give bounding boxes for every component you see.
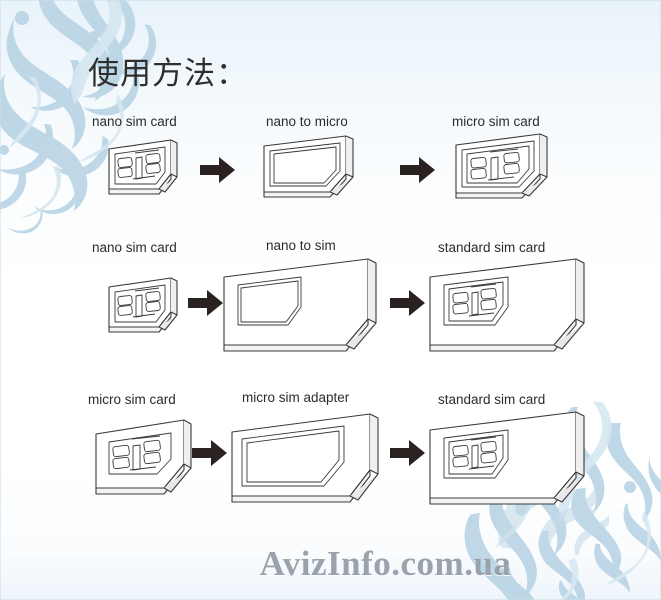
nano-sim-card-illustration	[97, 272, 189, 343]
nano-to-sim-adapter-illustration	[218, 255, 390, 364]
step-label-nano-to-micro: nano to micro	[266, 114, 348, 129]
right-arrow-icon	[388, 438, 428, 473]
standard-sim-card-assembled-illustration	[424, 408, 600, 517]
step-label-standard-sim-card: standard sim card	[438, 392, 546, 407]
step-label-micro-sim-adapter: micro sim adapter	[242, 390, 350, 405]
nano-sim-card-illustration	[97, 134, 189, 205]
micro-sim-card-assembled-illustration	[448, 130, 560, 211]
step-label-standard-sim-card: standard sim card	[438, 240, 546, 255]
standard-sim-card-assembled-illustration	[424, 255, 600, 364]
right-arrow-icon	[190, 438, 230, 473]
step-label-nano-sim-card: nano sim card	[92, 114, 177, 129]
page-title: 使用方法：	[88, 56, 248, 92]
right-arrow-icon	[398, 155, 438, 190]
nano-to-micro-adapter-illustration	[258, 132, 364, 209]
step-label-micro-sim-card: micro sim card	[88, 392, 176, 407]
right-arrow-icon	[186, 288, 226, 323]
step-label-micro-sim-card: micro sim card	[452, 114, 540, 129]
micro-sim-adapter-illustration	[226, 408, 390, 515]
micro-sim-card-illustration	[88, 412, 210, 509]
right-arrow-icon	[198, 155, 238, 190]
right-arrow-icon	[388, 288, 428, 323]
step-label-nano-to-sim: nano to sim	[266, 238, 336, 253]
step-label-nano-sim-card: nano sim card	[92, 240, 177, 255]
watermark-text: AvizInfo.com.ua	[259, 544, 512, 583]
